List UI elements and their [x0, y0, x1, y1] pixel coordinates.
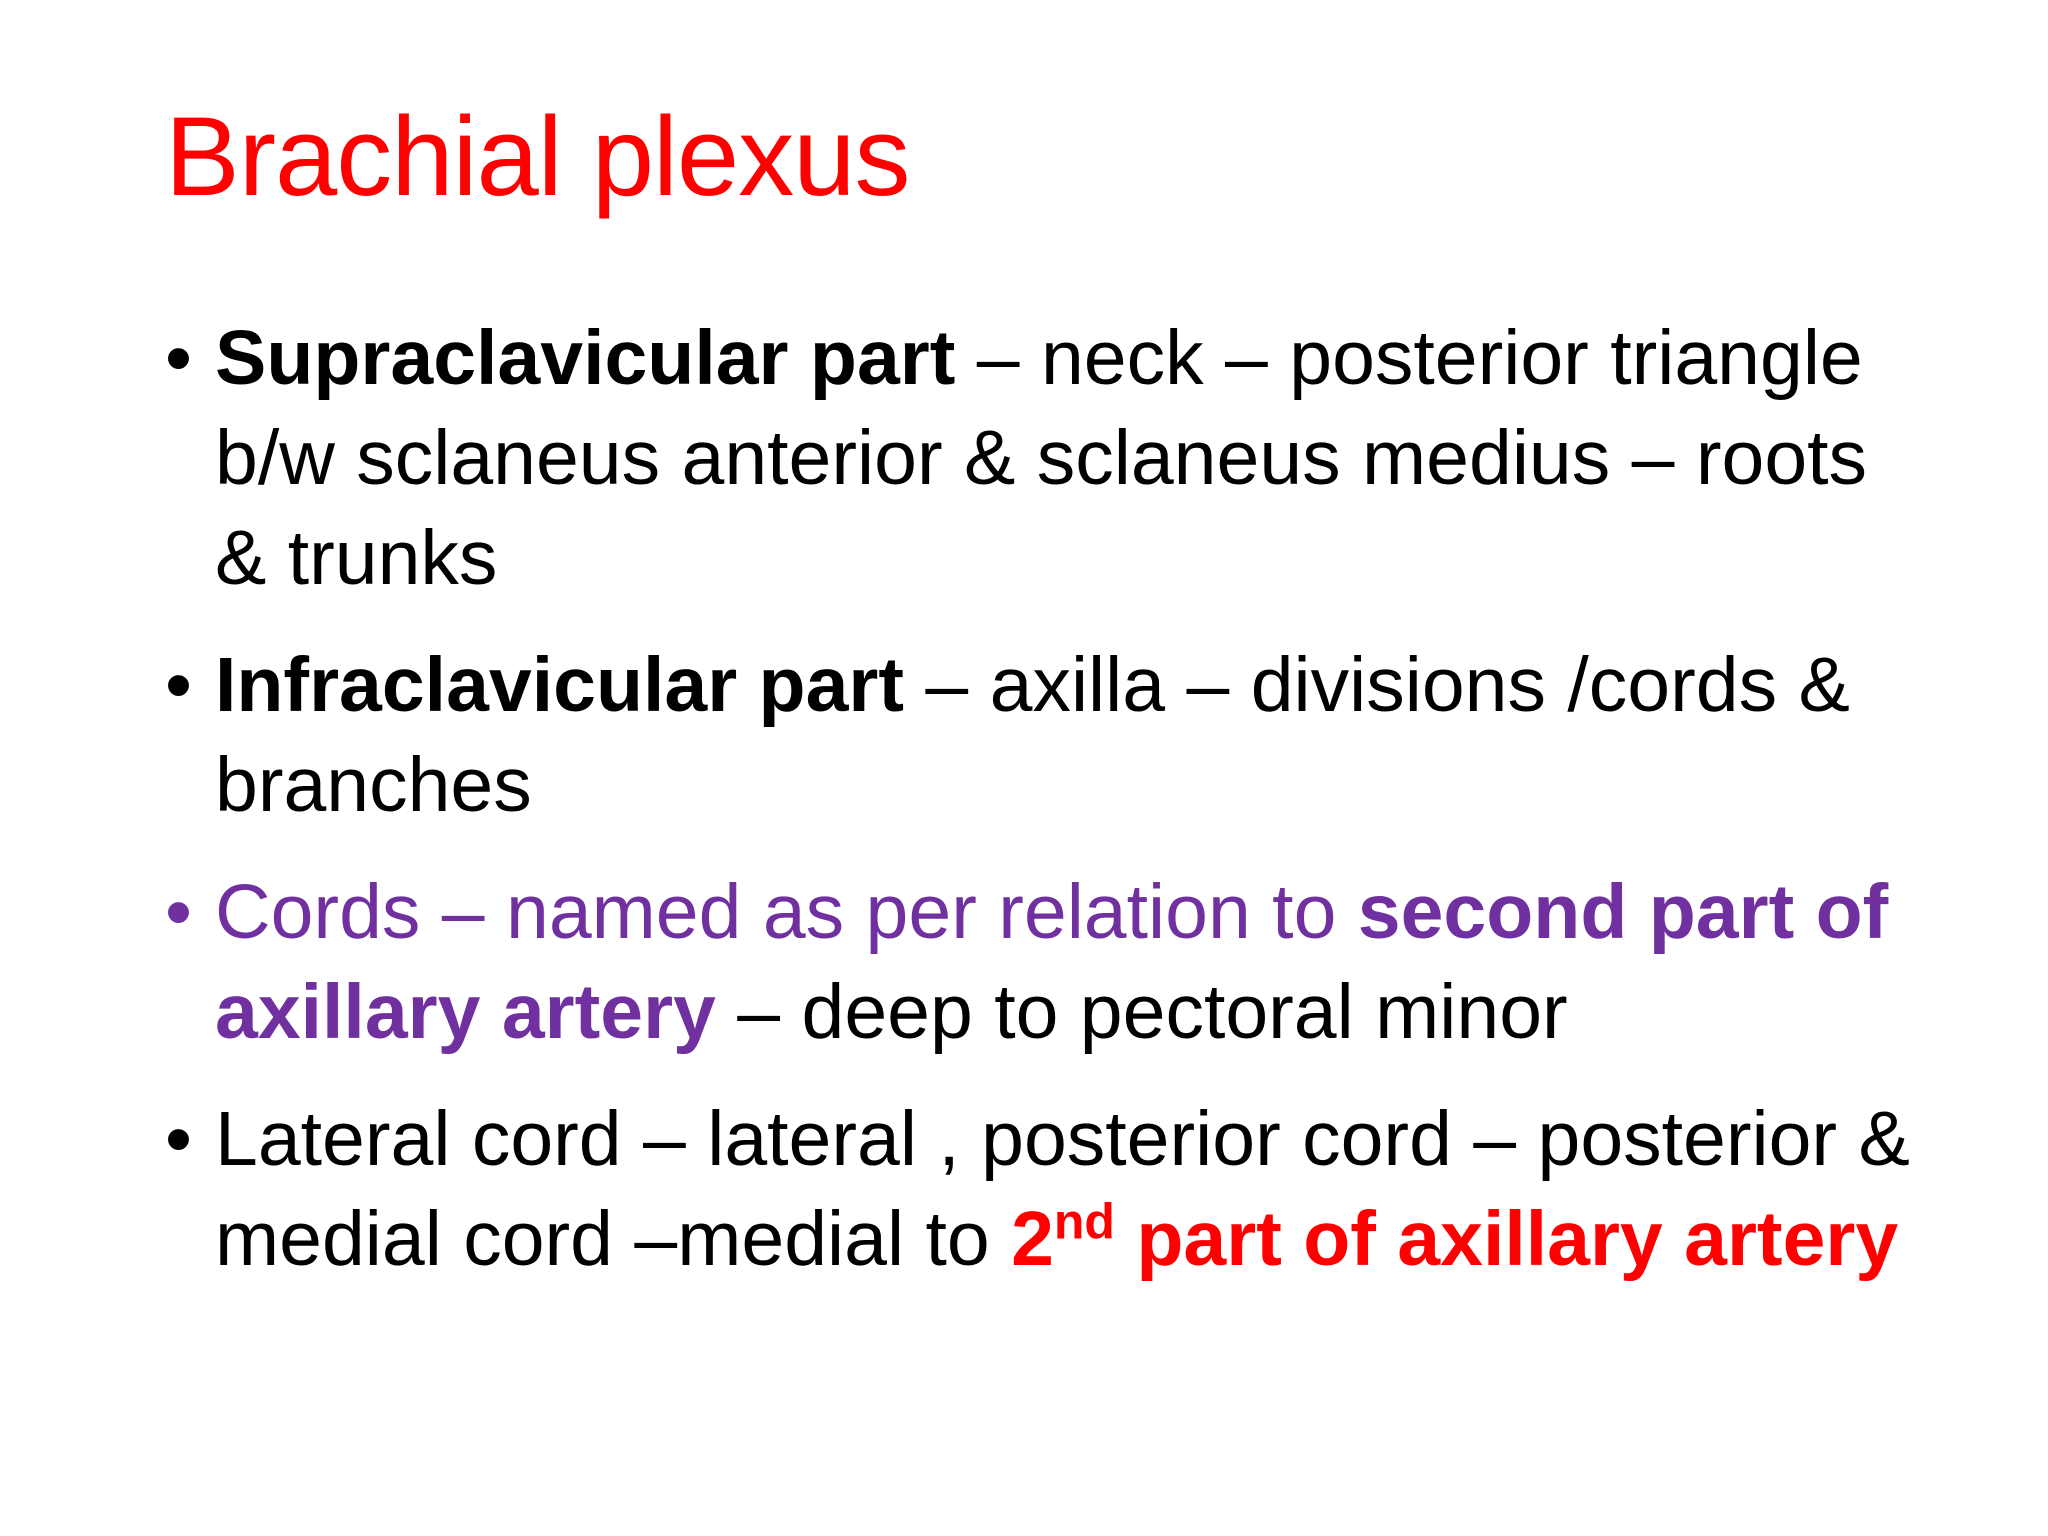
bullet-dot: •: [165, 1096, 192, 1182]
bullet-run: part of axillary artery: [1114, 1196, 1899, 1282]
bullet-run: second part of axillary artery: [215, 869, 1889, 1055]
bullet-run: – neck – posterior triangle b/w sclaneus…: [215, 315, 1868, 601]
bullet-run: – deep to pectoral minor: [715, 969, 1568, 1055]
bullet-dot: •: [165, 869, 192, 955]
bullet-item: • Supraclavicular part – neck – posterio…: [165, 308, 1925, 608]
bullet-run: Infraclavicular part: [215, 642, 905, 728]
bullet-run: Cords – named as per relation to: [215, 869, 1358, 955]
bullet-item: • Cords – named as per relation to secon…: [165, 862, 1925, 1062]
bullet-dot: •: [165, 642, 192, 728]
bullet-run: – axilla – divisions /cords & branches: [215, 642, 1850, 828]
bullet-dot: •: [165, 315, 192, 401]
bullet-run-superscript: nd: [1053, 1193, 1115, 1250]
bullet-run: Supraclavicular part: [215, 315, 956, 401]
bullet-list: • Supraclavicular part – neck – posterio…: [165, 308, 1925, 1316]
slide-title: Brachial plexus: [165, 94, 910, 219]
bullet-item: • Infraclavicular part – axilla – divisi…: [165, 635, 1925, 835]
bullet-run: 2: [1011, 1196, 1054, 1282]
bullet-run: Lateral cord – lateral , posterior cord …: [215, 1096, 1910, 1282]
bullet-item: • Lateral cord – lateral , posterior cor…: [165, 1089, 1925, 1289]
